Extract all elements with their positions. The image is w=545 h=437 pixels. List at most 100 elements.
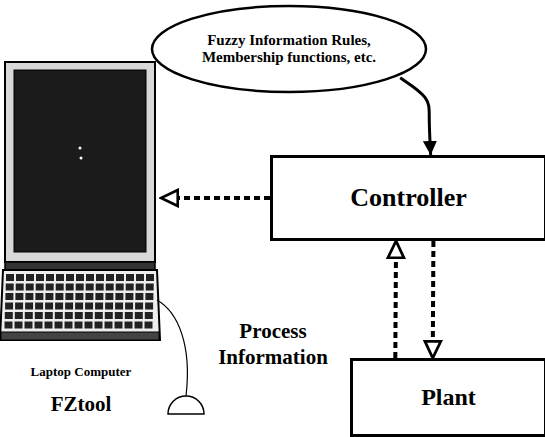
screen-dot (79, 147, 82, 150)
signal-label: Process Information (198, 318, 348, 371)
key (45, 293, 53, 300)
key (105, 322, 113, 329)
key (25, 312, 33, 319)
key (145, 303, 153, 310)
key (115, 303, 123, 310)
laptop-screen (14, 70, 146, 252)
key (36, 274, 44, 281)
key (115, 322, 123, 329)
key (35, 293, 43, 300)
key (125, 322, 133, 329)
key (25, 322, 33, 329)
mouse-cable (157, 300, 187, 396)
node-text: Laptop Computer (31, 365, 132, 380)
key (85, 322, 93, 329)
solid-arrow (400, 78, 430, 155)
key (25, 303, 33, 310)
key (145, 293, 153, 300)
key (95, 293, 103, 300)
key (85, 312, 93, 319)
key (95, 322, 103, 329)
key (75, 303, 83, 310)
node-subtitle: FZtool (51, 392, 112, 416)
key (146, 284, 154, 291)
key (106, 284, 114, 291)
laptop-front (1, 332, 159, 340)
key (5, 312, 13, 319)
key (75, 322, 83, 329)
key (46, 284, 54, 291)
key (136, 274, 144, 281)
key (6, 284, 14, 291)
key (36, 284, 44, 291)
key (45, 303, 53, 310)
key (126, 274, 134, 281)
key (115, 293, 123, 300)
key (86, 284, 94, 291)
key (145, 312, 153, 319)
key (65, 322, 73, 329)
key (55, 322, 63, 329)
laptop-node: Laptop ComputerFZtool (5, 60, 157, 432)
key (86, 274, 94, 281)
key (66, 284, 74, 291)
key (75, 293, 83, 300)
key (66, 274, 74, 281)
info-bubble: Fuzzy Information Rules, Membership func… (150, 4, 428, 94)
key (146, 274, 154, 281)
key (96, 284, 104, 291)
dashed-arrow (161, 196, 270, 200)
key (135, 322, 143, 329)
key (135, 303, 143, 310)
key (5, 293, 13, 300)
node-text: Controller (350, 183, 467, 213)
key (65, 293, 73, 300)
key (26, 284, 34, 291)
key (135, 293, 143, 300)
dashed-arrow (393, 241, 398, 358)
process-box: Plant (350, 358, 545, 437)
key (35, 303, 43, 310)
mouse-symbol (168, 396, 204, 414)
key (125, 303, 133, 310)
node-text: Fuzzy Information Rules, Membership func… (194, 32, 384, 67)
key (25, 293, 33, 300)
key (46, 274, 54, 281)
key (75, 312, 83, 319)
laptop-base (0, 270, 160, 340)
key (35, 322, 43, 329)
key (85, 303, 93, 310)
key (125, 312, 133, 319)
key (95, 312, 103, 319)
key (76, 274, 84, 281)
key (45, 312, 53, 319)
key (35, 312, 43, 319)
key (136, 284, 144, 291)
key (145, 322, 153, 329)
key (116, 274, 124, 281)
key (95, 303, 103, 310)
key (96, 274, 104, 281)
keyboard-keys (5, 274, 155, 329)
key (65, 303, 73, 310)
key (55, 303, 63, 310)
key (15, 293, 23, 300)
key (15, 303, 23, 310)
key (76, 284, 84, 291)
key (5, 303, 13, 310)
key (16, 284, 24, 291)
key (65, 312, 73, 319)
screen-dot (80, 157, 83, 160)
laptop-hinge (5, 262, 155, 270)
key (15, 312, 23, 319)
bubble-ellipse (152, 6, 426, 92)
key (16, 274, 24, 281)
key (135, 312, 143, 319)
key (105, 303, 113, 310)
key (15, 322, 23, 329)
key (56, 284, 64, 291)
key (116, 284, 124, 291)
key (5, 322, 13, 329)
key (125, 293, 133, 300)
dashed-arrow (431, 241, 436, 358)
